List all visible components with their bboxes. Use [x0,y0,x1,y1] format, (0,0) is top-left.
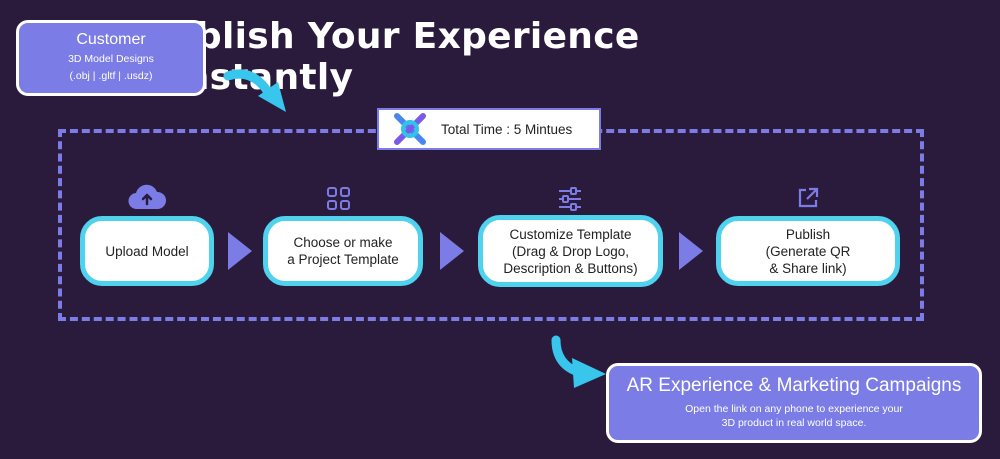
ar-subtitle: Open the link on any phone to experience… [685,403,903,429]
step-publish: Publish (Generate QR & Share link) [716,216,900,286]
page-title: ublish Your Experience Instantly [170,16,640,98]
brand-logo-icon [394,113,426,145]
ar-title: AR Experience & Marketing Campaigns [626,375,962,396]
step-customize-template-label: Customize Template (Drag & Drop Logo, De… [503,226,638,276]
arrow-right-icon [440,232,464,270]
step-choose-template: Choose or make a Project Template [263,216,423,286]
step-publish-label: Publish (Generate QR & Share link) [765,226,851,276]
curved-arrow-icon [551,335,606,388]
customer-subtitle-line1: 3D Model Designs [68,53,154,65]
step-upload-model: Upload Model [80,216,214,286]
step-upload-model-label: Upload Model [105,243,189,259]
arrow-right-icon [679,232,703,270]
total-time-label: Total Time : 5 Mintues [441,121,573,137]
arrow-right-icon [228,232,252,270]
ar-experience-card: AR Experience & Marketing Campaigns Open… [606,363,982,443]
customer-subtitle-line2: (.obj | .gltf | .usdz) [69,70,153,82]
customer-card: Customer 3D Model Designs (.obj | .gltf … [16,20,206,96]
external-link-icon [798,187,819,208]
step-customize-template: Customize Template (Drag & Drop Logo, De… [478,215,663,287]
curved-arrow-icon [223,69,286,112]
grid-icon [327,187,350,210]
step-choose-template-label: Choose or make a Project Template [287,235,399,267]
customer-title: Customer [76,31,146,48]
total-time-box: Total Time : 5 Mintues [377,108,601,150]
cloud-upload-icon [128,184,166,210]
sliders-icon [559,187,581,211]
